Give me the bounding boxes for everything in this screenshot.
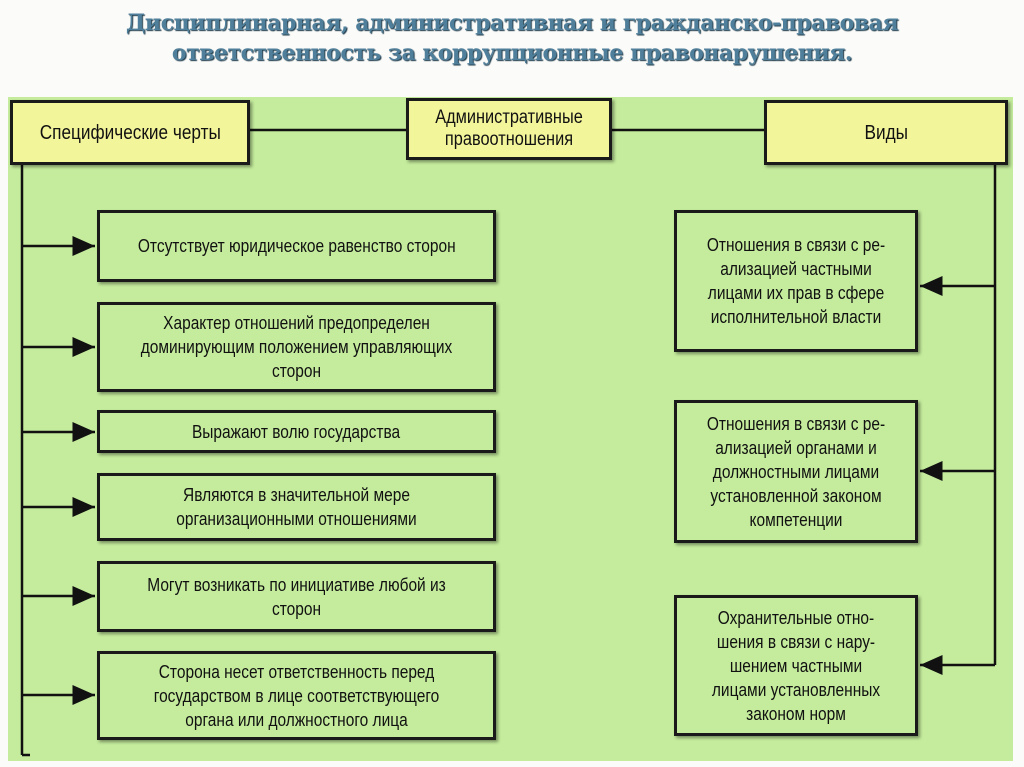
title-line-1: Дисциплинарная, административная и гражд…: [125, 10, 899, 36]
type-box: Отношения в связи с ре-ализацией органам…: [674, 400, 918, 543]
feature-box: Отсутствует юридическое равенство сторон: [97, 210, 496, 282]
feature-box: Выражают волю государства: [97, 410, 496, 453]
slide-title: Дисциплинарная, административная и гражд…: [0, 8, 1024, 68]
feature-box: Сторона несет ответственность перед госу…: [97, 651, 496, 740]
type-box: Отношения в связи с ре-ализацией частным…: [674, 210, 918, 352]
feature-box: Являются в значительной мере организацио…: [97, 473, 496, 541]
title-line-2: ответственность за коррупционные правона…: [171, 40, 853, 66]
header-specific-features: Специфические черты: [10, 100, 250, 165]
feature-box: Характер отношений предопределен доминир…: [97, 302, 496, 392]
header-administrative-relations: Административные правоотношения: [406, 98, 612, 160]
feature-box: Могут возникать по инициативе любой из с…: [97, 561, 496, 632]
type-box: Охранительные отно-шения в связи с нару-…: [674, 595, 918, 736]
header-types: Виды: [764, 100, 1008, 165]
